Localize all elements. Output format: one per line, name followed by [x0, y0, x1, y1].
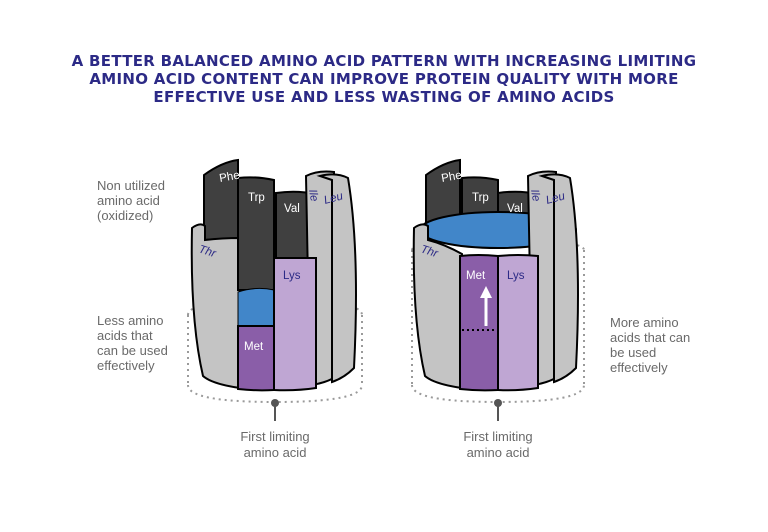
left-stave-leu — [316, 173, 357, 384]
left-note-top-line-3: (oxidized) — [97, 208, 153, 223]
right-label-val: Val — [507, 203, 523, 215]
right-note-line-3: be used — [610, 345, 656, 360]
right-stave-lys — [497, 254, 539, 392]
left-label-thr: Thr — [197, 243, 218, 260]
right-stave-leu — [538, 173, 579, 384]
right-caption-line-2: amino acid — [467, 445, 530, 460]
right-barrel: Phe Trp Val Ile Leu Thr Met Lys First li… — [411, 158, 690, 460]
right-label-ile: Ile — [528, 188, 542, 202]
right-caption-line-1: First limiting — [463, 429, 532, 444]
right-note-line-4: effectively — [610, 360, 668, 375]
right-label-phe: Phe — [440, 170, 462, 185]
left-barrel-base-dotted — [187, 384, 363, 404]
left-label-ile: Ile — [306, 188, 320, 202]
left-stave-thr — [190, 223, 241, 390]
up-arrow-icon — [480, 286, 492, 298]
right-label-met: Met — [466, 270, 486, 282]
right-label-lys: Lys — [507, 270, 525, 282]
right-label-leu: Leu — [545, 190, 567, 207]
title-line-2: AMINO ACID CONTENT CAN IMPROVE PROTEIN Q… — [89, 70, 678, 88]
left-label-leu: Leu — [323, 190, 345, 207]
right-label-thr: Thr — [419, 243, 440, 260]
left-label-lys: Lys — [283, 270, 301, 282]
left-label-met: Met — [244, 341, 264, 353]
left-stave-lys — [273, 257, 317, 392]
left-note-bottom-line-1: Less amino — [97, 313, 163, 328]
left-label-trp: Trp — [248, 192, 265, 204]
left-stave-met — [237, 325, 275, 392]
right-stave-thr — [412, 223, 463, 390]
left-water-level — [237, 287, 275, 327]
right-note-line-2: acids that can — [610, 330, 690, 345]
left-note-top-line-1: Non utilized — [97, 178, 165, 193]
left-label-val: Val — [284, 203, 300, 215]
left-barrel: Phe Trp Val Ile Leu Thr Lys Met First li… — [97, 158, 363, 460]
left-note-bottom-line-3: can be used — [97, 343, 168, 358]
diagram-title: A BETTER BALANCED AMINO ACID PATTERN WIT… — [72, 52, 697, 106]
right-note-line-1: More amino — [610, 315, 679, 330]
left-note-bottom-line-4: effectively — [97, 358, 155, 373]
left-note-bottom-line-2: acids that — [97, 328, 153, 343]
title-line-1: A BETTER BALANCED AMINO ACID PATTERN WIT… — [72, 52, 697, 70]
left-note-top-line-2: amino acid — [97, 193, 160, 208]
left-caption-line-2: amino acid — [244, 445, 307, 460]
left-caption-line-1: First limiting — [240, 429, 309, 444]
left-label-phe: Phe — [218, 170, 240, 185]
title-line-3: EFFECTIVE USE AND LESS WASTING OF AMINO … — [153, 88, 614, 106]
right-label-trp: Trp — [472, 192, 489, 204]
